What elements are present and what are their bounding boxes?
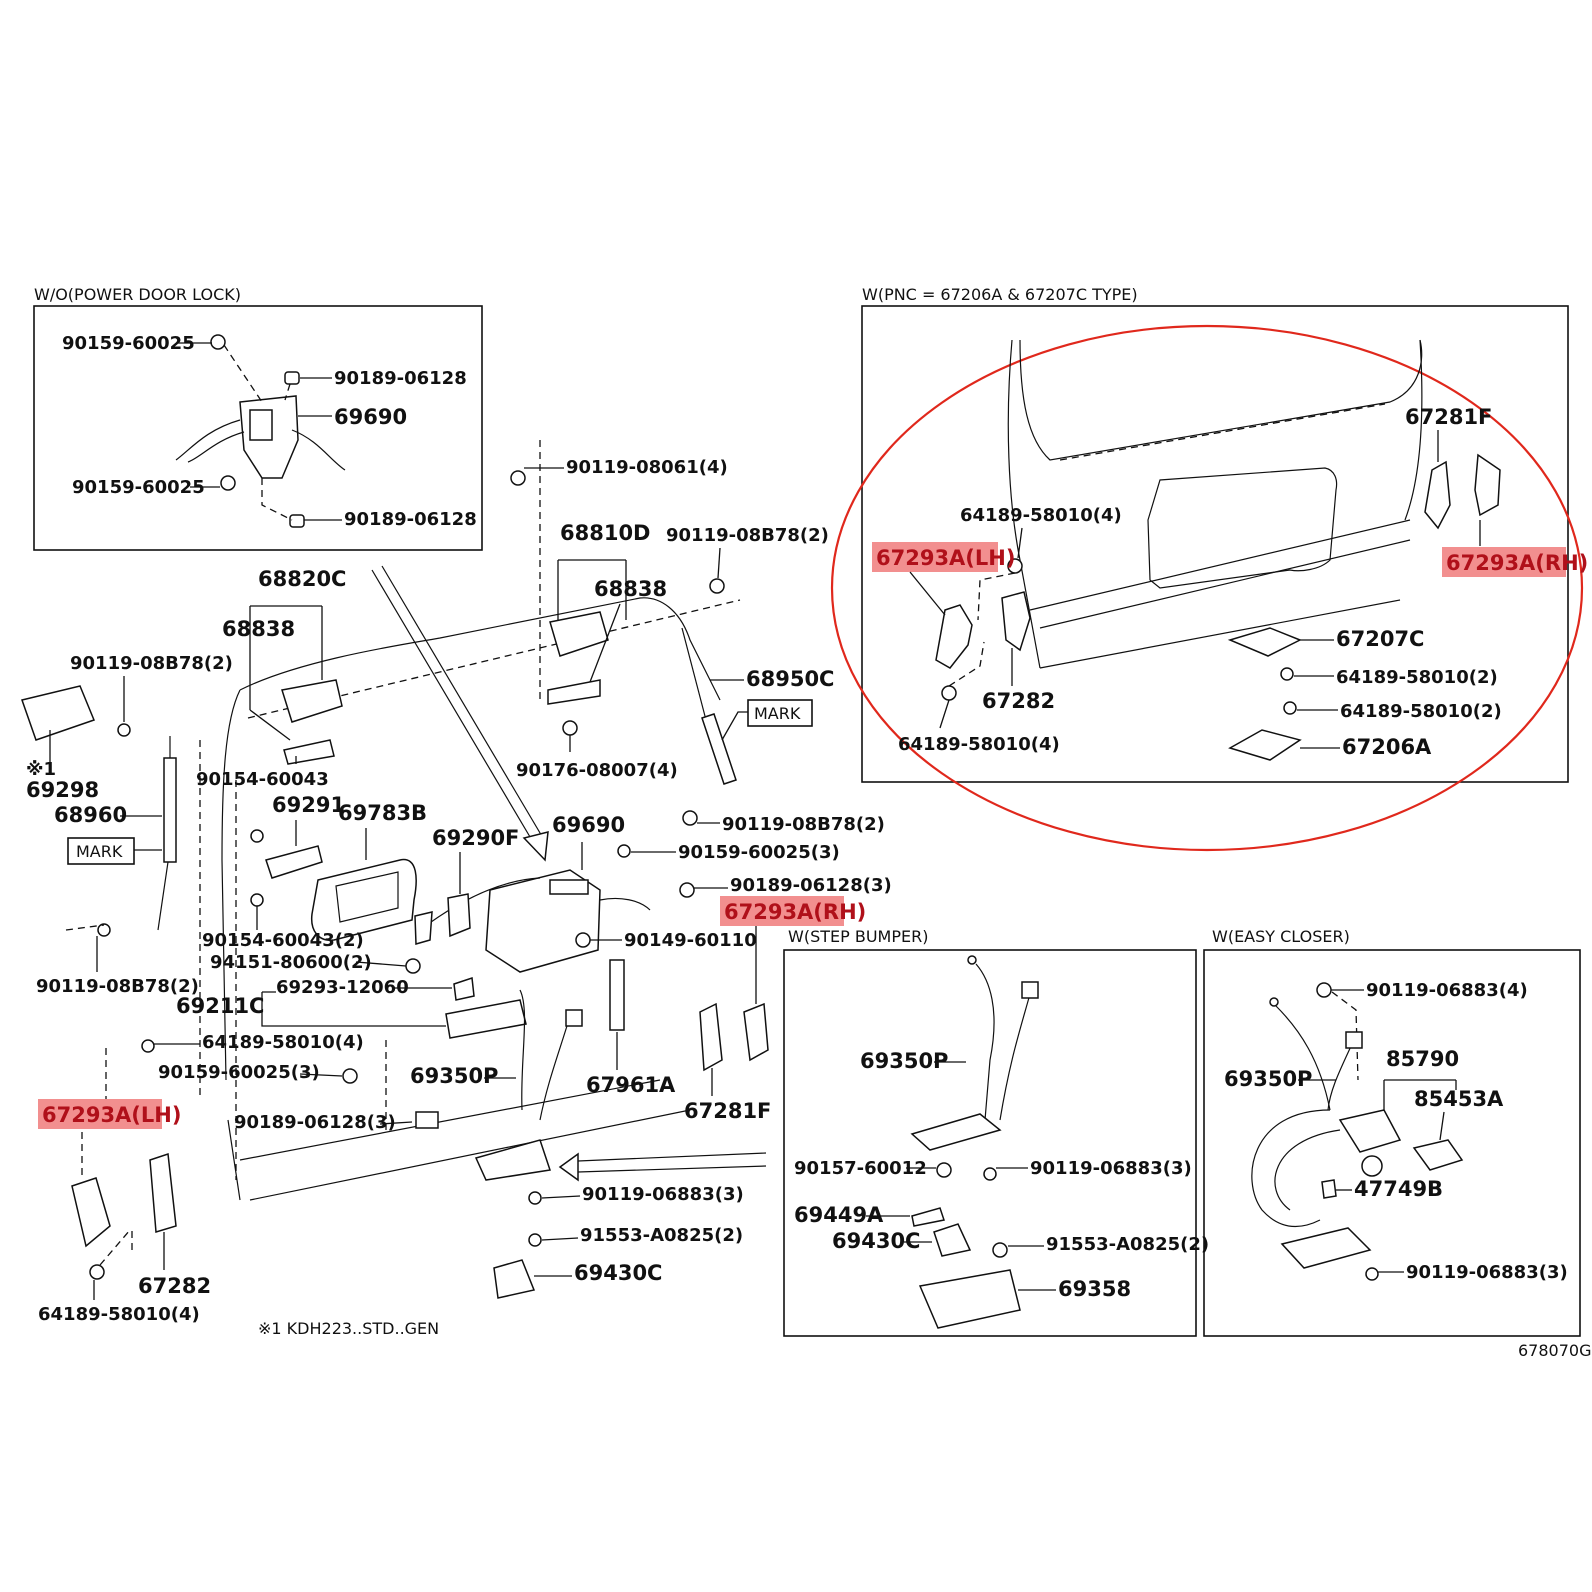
step-bumper-parts	[910, 955, 1039, 1329]
step-label-3: 90119-06883(3)	[1030, 1158, 1192, 1179]
highlight-ellipse	[830, 324, 1584, 852]
main-label-13: 69298	[26, 778, 99, 802]
main-label-6: 68838	[222, 617, 295, 641]
section-title-step-bumper: W(STEP BUMPER)	[788, 927, 928, 946]
main-label-20: 69290F	[432, 826, 519, 850]
main-label-28: 69293-12060	[276, 977, 409, 998]
main-label-32: 69350P	[410, 1064, 498, 1088]
highlight-67293a-lh-inset	[872, 542, 998, 572]
main-label-11: 90154-60043	[196, 769, 329, 790]
highlight-67293a-rh-inset	[1442, 547, 1566, 577]
inset-box-step-bumper	[783, 949, 1197, 1337]
inset-box-pnc-type	[861, 305, 1569, 783]
easy-label-2: 85790	[1386, 1047, 1459, 1071]
step-label-1: 69350P	[860, 1049, 948, 1073]
step-label-2: 90157-60012	[794, 1158, 927, 1179]
main-label-17: MARK	[76, 842, 123, 861]
inset-box-wo-power-door-lock	[33, 305, 483, 551]
main-label-14: 68960	[54, 803, 127, 827]
main-label-2: 68810D	[560, 521, 651, 545]
main-label-1: 90119-08061(4)	[566, 457, 728, 478]
figure-code: 678070G	[1518, 1341, 1591, 1360]
main-label-25: 90149-60110	[624, 930, 757, 951]
section-title-easy-closer: W(EASY CLOSER)	[1212, 927, 1350, 946]
inset2-label-7: 67282	[982, 689, 1055, 713]
main-label-39: 69430C	[574, 1261, 662, 1285]
mark-box-left	[67, 837, 135, 865]
main-label-16: 69783B	[338, 801, 427, 825]
main-label-37: 90119-06883(3)	[582, 1184, 744, 1205]
step-label-7: 69358	[1058, 1277, 1131, 1301]
main-label-38: 91553-A0825(2)	[580, 1225, 743, 1246]
inset2-label-6: 64189-58010(2)	[1336, 667, 1498, 688]
highlight-67293a-rh-main	[720, 896, 844, 926]
main-label-4: 68838	[594, 577, 667, 601]
main-label-27: 90119-08B78(2)	[36, 976, 199, 997]
inset2-label-2: 64189-58010(4)	[960, 505, 1122, 526]
main-label-36: 90189-06128(3)	[234, 1112, 396, 1133]
section-title-pnc-type: W(PNC = 67206A & 67207C TYPE)	[862, 285, 1138, 304]
main-label-10: 90176-08007(4)	[516, 760, 678, 781]
inset1-label-4: 90159-60025	[72, 477, 205, 498]
easy-label-4: 85453A	[1414, 1087, 1504, 1111]
main-label-5: 68820C	[258, 567, 346, 591]
easy-label-1: 90119-06883(4)	[1366, 980, 1528, 1001]
main-label-12: ※1	[26, 759, 56, 780]
main-label-30: 64189-58010(4)	[202, 1032, 364, 1053]
inset1-label-3: 69690	[334, 405, 407, 429]
easy-label-6: 90119-06883(3)	[1406, 1262, 1568, 1283]
inset2-door-outline	[1007, 339, 1423, 669]
main-label-40: 67282	[138, 1274, 211, 1298]
main-label-34: 67293A(LH)	[42, 1103, 181, 1127]
main-label-18: 90119-08B78(2)	[70, 653, 233, 674]
step-label-5: 69430C	[832, 1229, 920, 1253]
inset1-drawing	[175, 334, 346, 528]
main-label-22: 90189-06128(3)	[730, 875, 892, 896]
highlight-67293a-lh-main	[38, 1099, 162, 1129]
main-label-23: 67293A(RH)	[724, 900, 866, 924]
main-label-24: 90154-60043(2)	[202, 930, 364, 951]
inset1-label-2: 90189-06128	[334, 368, 467, 389]
main-label-31: 90159-60025(3)	[158, 1062, 320, 1083]
mark-box-right	[747, 699, 813, 727]
step-label-4: 69449A	[794, 1203, 884, 1227]
easy-label-3: 69350P	[1224, 1067, 1312, 1091]
main-label-33: 67961A	[586, 1073, 676, 1097]
inset2-label-3: 67293A(LH)	[876, 546, 1015, 570]
inset2-label-10: 67206A	[1342, 735, 1432, 759]
inset2-label-4: 67293A(RH)	[1446, 551, 1588, 575]
inset1-label-1: 90159-60025	[62, 333, 195, 354]
main-label-21: 90159-60025(3)	[678, 842, 840, 863]
inset2-label-5: 67207C	[1336, 627, 1424, 651]
easy-label-5: 47749B	[1354, 1177, 1443, 1201]
main-label-19: 69690	[552, 813, 625, 837]
main-parts	[21, 440, 769, 1299]
main-label-9: 90119-08B78(2)	[722, 814, 885, 835]
inset-box-easy-closer	[1203, 949, 1581, 1337]
main-label-35: 67281F	[684, 1099, 771, 1123]
main-label-26: 94151-80600(2)	[210, 952, 372, 973]
inset2-label-1: 67281F	[1405, 405, 1492, 429]
inset2-label-9: 64189-58010(4)	[898, 734, 1060, 755]
main-label-29: 69211C	[176, 994, 264, 1018]
main-label-8: MARK	[754, 704, 801, 723]
main-label-15: 69291	[272, 793, 345, 817]
main-label-7: 68950C	[746, 667, 834, 691]
main-label-41: 64189-58010(4)	[38, 1304, 200, 1325]
inset2-label-8: 64189-58010(2)	[1340, 701, 1502, 722]
easy-closer-parts	[1251, 982, 1464, 1281]
step-label-6: 91553-A0825(2)	[1046, 1234, 1209, 1255]
inset1-label-5: 90189-06128	[344, 509, 477, 530]
main-door-outline	[199, 565, 767, 1201]
footnote: ※1 KDH223..STD..GEN	[258, 1319, 439, 1338]
main-label-3: 90119-08B78(2)	[666, 525, 829, 546]
section-title-wo-power-door-lock: W/O(POWER DOOR LOCK)	[34, 285, 241, 304]
